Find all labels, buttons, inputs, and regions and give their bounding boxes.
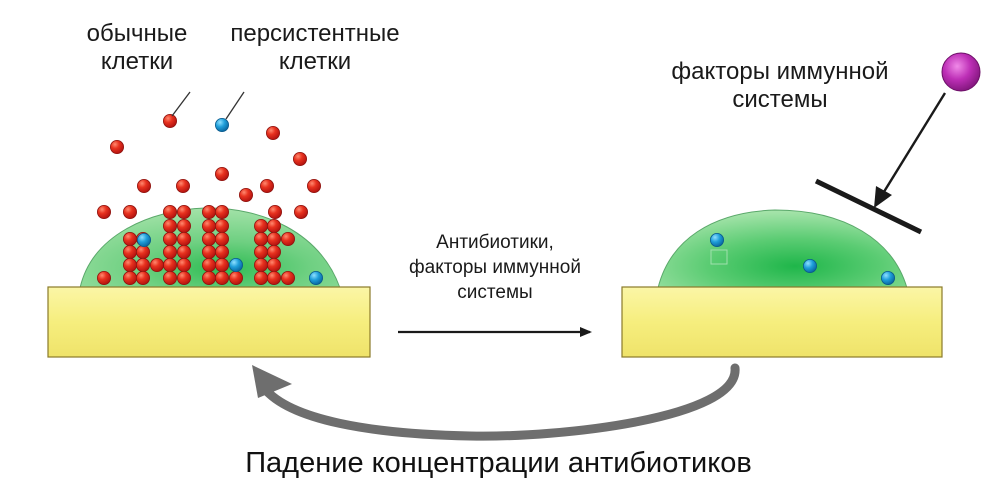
normal-cell [162, 231, 177, 246]
normal-cell [238, 187, 253, 202]
normal-cell [135, 270, 150, 285]
normal-cell [176, 231, 191, 246]
normal-cell [266, 270, 281, 285]
normal-cell [253, 257, 268, 272]
normal-cell [123, 204, 138, 219]
normal-cell [280, 270, 295, 285]
persistent-cells-pointer [225, 91, 245, 120]
normal-cell [162, 270, 177, 285]
arrow-caption: Антибиотики, факторы иммунной системы [375, 230, 615, 305]
normal-cell [162, 218, 177, 233]
inhibition-bar [814, 178, 923, 235]
normal-cell [253, 231, 268, 246]
bottom-caption: Падение концентрации антибиотиков [245, 447, 752, 479]
normal-cell [176, 204, 191, 219]
normal-cell [292, 151, 307, 166]
normal-cell [266, 218, 281, 233]
normal-cell [201, 257, 216, 272]
normal-cell [201, 270, 216, 285]
arrow-caption-line3: системы [457, 282, 533, 303]
normal-cell [201, 244, 216, 259]
persistent-cell [710, 232, 725, 247]
normal-cell [176, 257, 191, 272]
biofilm-pore [710, 249, 728, 265]
normal-cells-label: обычные клетки [86, 20, 188, 75]
persistent-cells-label: персистентные клетки [230, 20, 400, 75]
normal-cell [214, 231, 229, 246]
normal-cell [176, 218, 191, 233]
normal-cell [265, 126, 280, 141]
normal-cell [214, 166, 229, 181]
persistent-cell [136, 232, 151, 247]
normal-cell [149, 257, 164, 272]
normal-cell [176, 270, 191, 285]
right-biofilm [657, 209, 908, 289]
left-substrate [47, 286, 371, 358]
immune-factor-molecule [941, 52, 981, 92]
normal-cell [201, 218, 216, 233]
normal-cell [162, 257, 177, 272]
arrow-caption-line2: факторы иммунной [409, 257, 581, 278]
normal-cell [228, 270, 243, 285]
normal-cell [136, 178, 151, 193]
immune-factors-label: факторы иммунной системы [671, 58, 889, 113]
normal-cell [175, 178, 190, 193]
normal-cell [162, 244, 177, 259]
normal-cell [253, 270, 268, 285]
persistent-cell [308, 270, 323, 285]
normal-cell [97, 270, 112, 285]
normal-cell [266, 257, 281, 272]
normal-cell [293, 204, 308, 219]
normal-cell [123, 270, 138, 285]
inhibition-arrowhead [874, 186, 892, 208]
normal-cell [280, 231, 295, 246]
normal-cells-pointer [171, 91, 191, 117]
normal-cell [214, 218, 229, 233]
normal-cell [214, 244, 229, 259]
normal-cell [97, 204, 112, 219]
normal-cell [266, 231, 281, 246]
normal-cell [123, 231, 138, 246]
persistent-cell [228, 257, 243, 272]
normal-cell [201, 204, 216, 219]
normal-cell [162, 204, 177, 219]
normal-cell [123, 244, 138, 259]
persistent-cell [803, 258, 818, 273]
persistent-cell [214, 118, 229, 133]
normal-cell [253, 218, 268, 233]
normal-cell [266, 244, 281, 259]
right-substrate [621, 286, 943, 358]
normal-cell [214, 204, 229, 219]
normal-cell [214, 257, 229, 272]
persistent-cell [881, 270, 896, 285]
arrow-caption-line1: Антибиотики, [436, 232, 554, 253]
left-cells-group [97, 114, 323, 285]
right-panel [621, 52, 981, 358]
normal-cell [253, 244, 268, 259]
normal-cell [259, 178, 274, 193]
normal-cell [135, 244, 150, 259]
normal-cell [176, 244, 191, 259]
return-arrowhead [252, 365, 292, 398]
normal-cell [110, 139, 125, 154]
normal-cell [123, 257, 138, 272]
return-arrow [259, 363, 740, 441]
normal-cell [201, 231, 216, 246]
normal-cell [135, 257, 150, 272]
right-cells-group [710, 232, 896, 285]
left-panel [47, 91, 371, 358]
normal-cell [214, 270, 229, 285]
normal-cell [306, 178, 321, 193]
inhibition-arrow [880, 92, 947, 196]
normal-cell [267, 204, 282, 219]
normal-cell [162, 114, 177, 129]
